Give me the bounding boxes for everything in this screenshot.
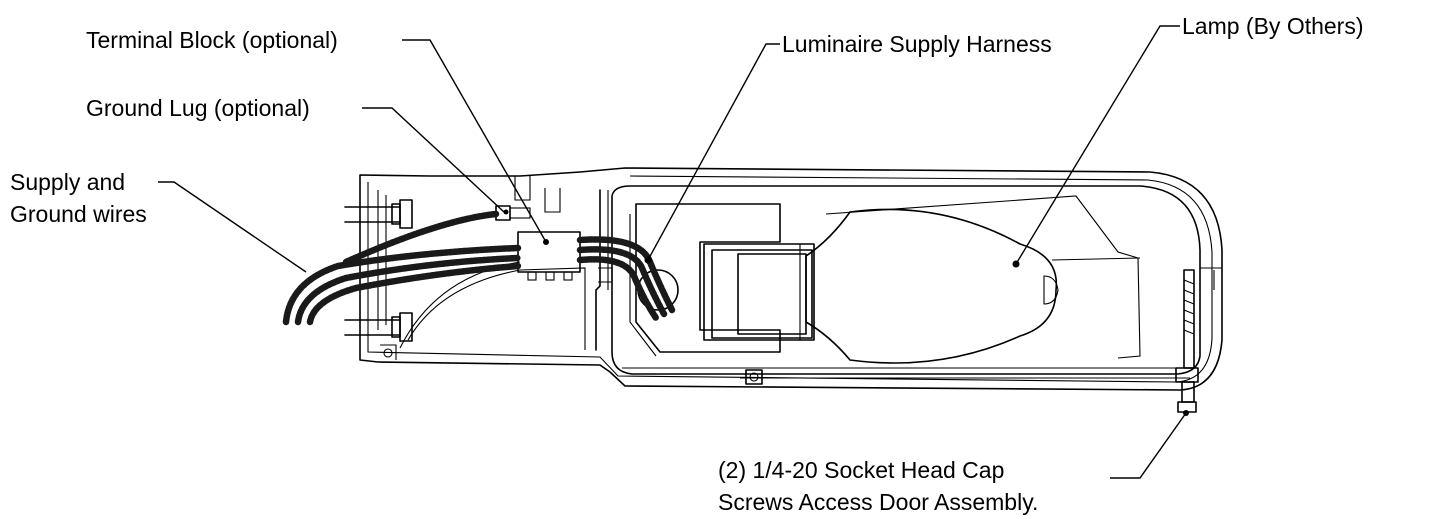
ballast-assembly (629, 203, 815, 357)
callout-supply-wires-line2: Ground wires (10, 201, 147, 227)
leader-ground-lug (362, 107, 505, 213)
callout-labels: Terminal Block (optional) Ground Lug (op… (10, 13, 1364, 515)
ground-lug (495, 205, 531, 221)
callout-screws-line2: Screws Access Door Assembly. (718, 489, 1038, 515)
callout-lamp: Lamp (By Others) (1182, 13, 1364, 39)
leader-terminal-block (402, 39, 547, 243)
leader-supply-wires (158, 181, 307, 273)
supply-and-ground-wires (282, 210, 522, 326)
callout-screws-line1: (2) 1/4-20 Socket Head Cap (718, 457, 1004, 483)
luminaire-housing (359, 167, 1223, 391)
callout-terminal-block: Terminal Block (optional) (86, 27, 338, 53)
conduit-fittings (344, 199, 413, 342)
callout-supply-wires-line1: Supply and (10, 169, 125, 195)
callout-supply-harness: Luminaire Supply Harness (782, 31, 1052, 57)
socket-head-cap-screw (745, 269, 1199, 416)
leader-screws (1110, 412, 1187, 479)
terminal-block (517, 231, 581, 281)
leader-lamp (1015, 25, 1180, 265)
lamp-bulb (805, 195, 1141, 364)
callout-ground-lug: Ground Lug (optional) (86, 95, 310, 121)
leader-lines (158, 25, 1187, 479)
luminaire-supply-harness-wires (576, 236, 676, 322)
leader-supply-harness (647, 43, 780, 261)
